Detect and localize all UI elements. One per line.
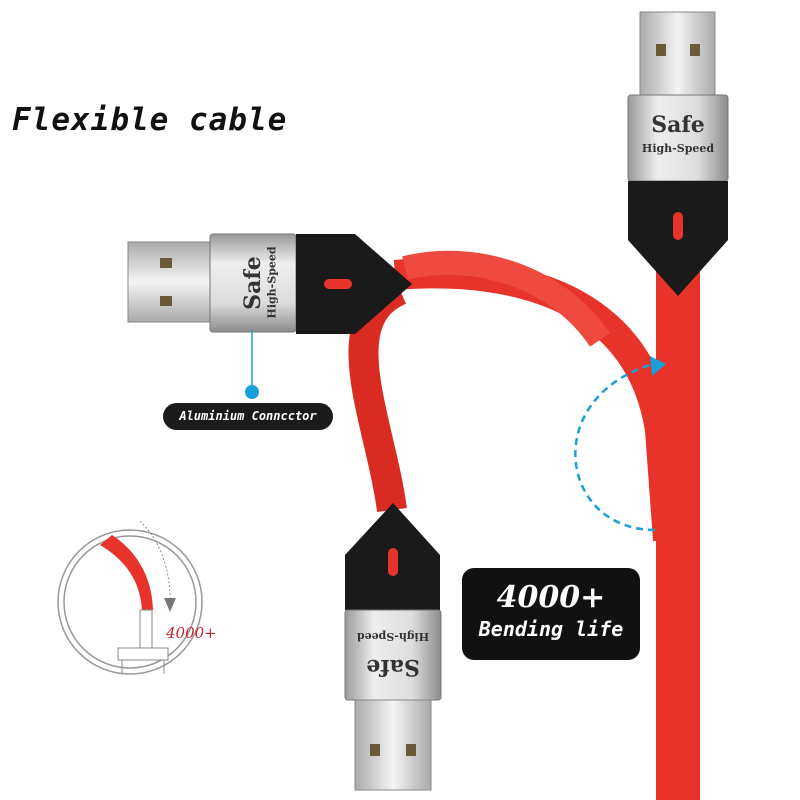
aluminium-connector-label: Aluminium Conncctor [163, 403, 333, 430]
brand-tagline-left: High-Speed [265, 246, 279, 319]
bending-count: 4000+ [496, 580, 606, 615]
brand-name-top: Safe [651, 112, 705, 138]
bending-life-badge: 4000+ Bending life [462, 568, 640, 660]
bend-inset-icon [57, 520, 203, 675]
page-title: Flexible cable [12, 102, 288, 138]
callout-dot [245, 385, 259, 399]
brand-tagline-bottom: High-Speed [356, 630, 430, 643]
bend-arrow-icon [574, 356, 666, 532]
usb-connector-left [127, 233, 412, 334]
usb-connector-bottom [344, 503, 442, 791]
brand-tagline-top: High-Speed [641, 142, 715, 155]
bending-label: Bending life [478, 617, 624, 641]
usb-connector-top [627, 11, 729, 296]
brand-name-left: Safe [240, 256, 266, 310]
brand-name-bottom: Safe [366, 654, 420, 680]
inset-count: 4000+ [166, 624, 217, 642]
